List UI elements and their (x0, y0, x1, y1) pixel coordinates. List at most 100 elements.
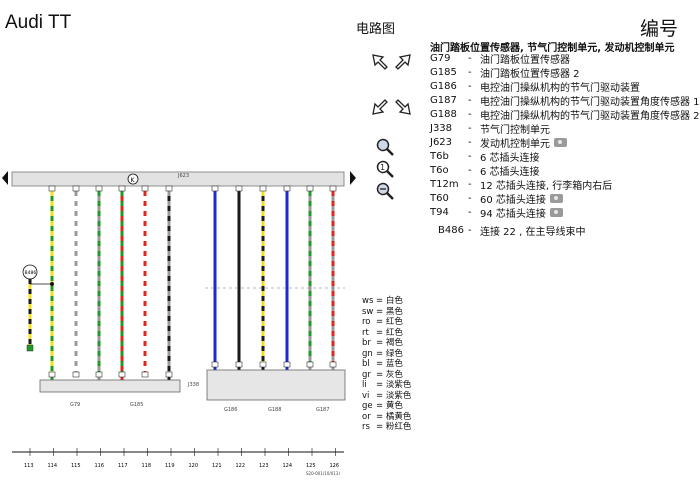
color-name: 淡紫色 (385, 390, 412, 401)
ruler-number: 126 (330, 463, 340, 469)
sensor-label-g79: G79 (70, 402, 80, 408)
color-name: 白色 (385, 296, 403, 306)
color-code: or (362, 411, 371, 422)
color-legend-item: rt = 红色 (362, 328, 411, 339)
scroll-left-icon[interactable] (2, 171, 8, 185)
ruler-number: 113 (24, 463, 34, 469)
ruler-number: 117 (118, 463, 128, 469)
color-code: gn (362, 348, 373, 359)
zoom-in-icon[interactable] (374, 136, 396, 158)
legend-item: T6o -6 芯插头连接 (430, 163, 540, 178)
color-code: bl (362, 359, 370, 369)
camera-icon[interactable] (554, 137, 567, 147)
color-legend-item: ws= 白色 (362, 296, 411, 307)
zoom-out-icon[interactable] (374, 180, 396, 202)
splice-label: B486 (25, 270, 37, 276)
legend-code: T6o (430, 164, 449, 176)
ruler-number: 119 (165, 463, 175, 469)
pin-connector (165, 185, 173, 192)
pin-connector (211, 361, 219, 368)
legend-code: T60 (430, 192, 449, 204)
legend-dash: - (468, 66, 472, 78)
scroll-right-icon[interactable] (350, 171, 356, 185)
pan-up-right-icon[interactable] (391, 52, 413, 74)
color-equals: = (376, 306, 386, 317)
legend-code: G186 (430, 80, 457, 92)
color-name: 灰色 (385, 369, 403, 380)
color-legend-item: br= 褐色 (362, 338, 411, 349)
legend-text: 电控油门操纵机构的节气门驱动装置 (480, 82, 640, 94)
legend-text: 12 芯插头连接, 行李箱内右后 (480, 180, 613, 192)
legend-item: T12m-12 芯插头连接, 行李箱内右后 (430, 177, 613, 192)
legend-code: J623 (430, 136, 453, 148)
pin-connector (118, 185, 126, 192)
ground-symbol (127, 173, 139, 185)
color-name: 蓝色 (385, 359, 403, 369)
color-legend-item: vi= 淡紫色 (362, 391, 411, 402)
pan-up-left-icon[interactable] (370, 52, 392, 74)
zoom-reset-icon[interactable]: 1 (374, 158, 396, 180)
pin-connector (235, 361, 243, 368)
color-equals: = (376, 296, 386, 306)
legend-item: G186-电控油门操纵机构的节气门驱动装置 (430, 79, 640, 94)
legend-code: G188 (430, 108, 457, 120)
color-name: 红色 (385, 327, 403, 338)
color-code: br (362, 338, 371, 348)
pin-connector (141, 185, 149, 192)
legend-dash: - (468, 224, 472, 236)
pin-connector (211, 185, 219, 192)
color-equals: = (376, 422, 386, 432)
camera-icon[interactable] (549, 207, 563, 217)
legend-text: 6 芯插头连接 (480, 166, 540, 178)
legend-item: G188-电控油门操纵机构的节气门驱动装置角度传感器 2 (430, 107, 700, 122)
pin-connector (259, 185, 267, 192)
legend-text: 油门踏板位置传感器 (480, 54, 570, 66)
ruler-number: 118 (142, 463, 152, 469)
color-name: 褐色 (385, 338, 403, 348)
color-code: rs (362, 422, 370, 432)
color-equals: = (376, 380, 386, 390)
pin-connector (95, 185, 103, 192)
pin-connector (118, 371, 126, 378)
legend-code: G187 (430, 94, 457, 106)
ruler-number: 124 (283, 463, 293, 469)
camera-icon[interactable] (549, 193, 563, 203)
legend-text: 电控油门操纵机构的节气门驱动装置角度传感器 2 (480, 110, 700, 122)
legend-item: T6b-6 芯插头连接 (430, 149, 540, 164)
legend-item: B486-连接 22 , 在主导线束中 (438, 223, 585, 238)
footer-code: S20-001(10/013) (306, 471, 340, 476)
color-code: gr (362, 369, 371, 380)
color-equals: = (376, 401, 386, 411)
pan-down-left-icon[interactable] (370, 95, 392, 117)
splice-circle (22, 264, 38, 280)
legend-item: J338-节气门控制单元 (430, 121, 550, 136)
ecu-bar (11, 171, 345, 187)
ruler-number: 116 (95, 463, 105, 469)
pin-connector (283, 185, 291, 192)
pan-down-right-icon[interactable] (391, 95, 413, 117)
ecu-label: J623 (177, 173, 189, 179)
color-code: li (362, 380, 367, 390)
pin-connector (141, 371, 149, 378)
legend-dash: - (468, 192, 472, 204)
color-legend-item: ro= 红色 (362, 317, 411, 328)
color-equals: = (376, 327, 386, 338)
pin-connector (165, 371, 173, 378)
color-equals: = (376, 348, 386, 359)
legend-item: J623-发动机控制单元 (430, 135, 567, 150)
color-code: ro (362, 317, 371, 327)
legend-dash: - (468, 164, 472, 176)
pedal-sensor-box (39, 379, 181, 393)
pin-connector (48, 371, 56, 378)
legend-code: T6b (430, 150, 449, 162)
throttle-unit-label: J338 (187, 382, 199, 388)
legend-text: 94 芯插头连接 (480, 208, 546, 220)
page-number-label: 编号 (640, 18, 679, 40)
color-code: rt (362, 327, 369, 338)
color-legend-item: ge= 黄色 (362, 401, 411, 412)
svg-text:1: 1 (380, 163, 385, 172)
pin-connector (48, 185, 56, 192)
pin-connector (72, 371, 80, 378)
color-code: ge (362, 401, 373, 411)
